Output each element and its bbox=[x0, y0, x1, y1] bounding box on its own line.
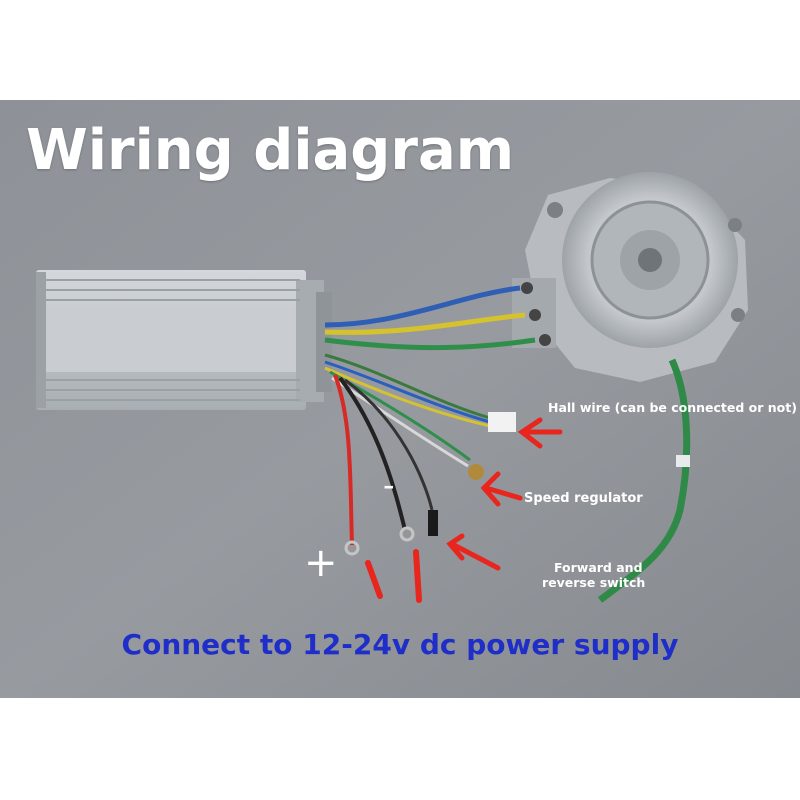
positive-mark-bar bbox=[365, 560, 383, 599]
speed-regulator bbox=[468, 464, 484, 480]
hall-wire-bundle bbox=[324, 353, 491, 420]
positive-wire bbox=[333, 374, 354, 546]
forward-reverse-label-line2: reverse switch bbox=[542, 575, 646, 590]
motor bbox=[512, 172, 748, 382]
negative-wire bbox=[338, 376, 407, 531]
speed-regulator-label: Speed regulator bbox=[524, 491, 643, 506]
page-title: Wiring diagram bbox=[26, 118, 515, 183]
hall-wire-label: Hall wire (can be connected or not) bbox=[548, 400, 797, 415]
positive-sign: + bbox=[304, 540, 338, 586]
hall-connector bbox=[488, 412, 516, 432]
switch-wire bbox=[344, 378, 434, 511]
phase-wire-blue bbox=[324, 285, 521, 328]
negative-mark-bar bbox=[413, 549, 422, 603]
arrow-switch-icon bbox=[446, 533, 501, 571]
product-photo bbox=[0, 100, 800, 698]
phase-wire-yellow bbox=[324, 312, 526, 335]
power-supply-caption: Connect to 12-24v dc power supply bbox=[121, 628, 679, 661]
controller-box bbox=[36, 270, 332, 410]
negative-sign: - bbox=[383, 466, 395, 504]
motor-hall-cable bbox=[597, 358, 691, 603]
forward-reverse-label-line1: Forward and bbox=[554, 560, 643, 575]
switch-connector bbox=[428, 510, 438, 536]
arrow-speed-icon bbox=[480, 471, 523, 507]
phase-wire-green bbox=[324, 337, 536, 351]
arrow-hall-icon bbox=[517, 417, 563, 449]
